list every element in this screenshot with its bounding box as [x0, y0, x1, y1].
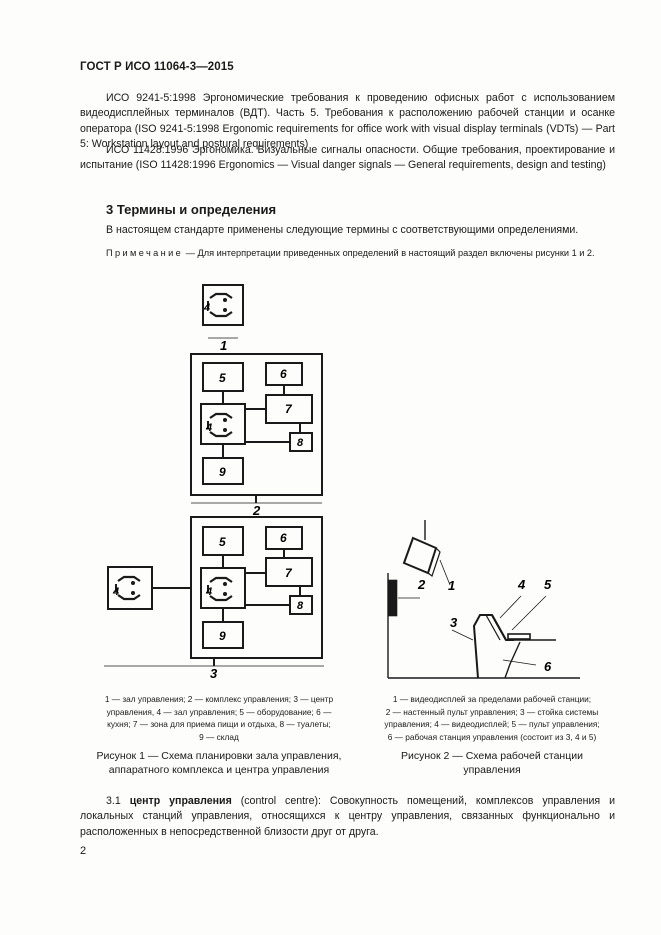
fig1-label-9b: 9 [219, 629, 226, 643]
term-text: Совокупность помещений, комплексов управ… [80, 795, 615, 838]
term-number: 3.1 [106, 795, 121, 807]
figure2-caption-line: управления [463, 764, 521, 776]
fig2-label-6: 6 [544, 659, 552, 674]
fig2-label-2: 2 [417, 577, 426, 592]
fig1-label-6b: 6 [280, 531, 287, 545]
fig1-label-5b: 5 [219, 535, 226, 549]
fig1-label-9a: 9 [219, 465, 226, 479]
section-intro: В настоящем стандарте применены следующи… [106, 224, 579, 236]
note-paragraph: Примечание — Для интерпретации приведенн… [80, 246, 615, 260]
fig1-label-1: 1 [220, 338, 227, 353]
figure1-legend-line: 1 — зал управления; 2 — комплекс управле… [104, 694, 334, 704]
page-number: 2 [80, 845, 87, 857]
control-room-icon [114, 575, 142, 601]
figure1-legend-line: 9 — склад [199, 731, 239, 742]
reference-iso-9241-5: ИСО 9241-5:1998 Эргономические требовани… [80, 92, 615, 151]
control-room-icon [206, 292, 234, 318]
figure2-caption: Рисунок 2 — Схема рабочей станции управл… [366, 749, 618, 777]
figure2-legend-line: управления; 4 — видеодисплей; 5 — пульт … [384, 719, 600, 729]
fig1-label-4d: 4 [112, 586, 119, 598]
figure1-legend-line: управления, 4 — зал управления; 5 — обор… [106, 706, 332, 717]
fig1-control-room-top: 4 [202, 284, 244, 326]
term-english: (control centre): [231, 795, 330, 807]
figure1-caption-line: Рисунок 1 — Схема планировки зала управл… [96, 750, 342, 762]
section-title: 3 Термины и определения [106, 202, 277, 217]
figure2-caption-line: Рисунок 2 — Схема рабочей станции [401, 750, 583, 762]
fig1-label-4b: 4 [205, 422, 212, 434]
fig2-label-4: 4 [517, 577, 526, 592]
fig1-label-8a: 8 [297, 437, 304, 449]
fig1-label-2: 2 [252, 503, 261, 518]
fig2-label-5: 5 [544, 577, 552, 592]
fig2-label-1: 1 [448, 578, 455, 593]
fig2-label-3: 3 [450, 615, 458, 630]
fig1-label-8b: 8 [297, 600, 304, 612]
fig1-control-room-external: 4 [107, 566, 191, 610]
document-header: ГОСТ Р ИСО 11064-3—2015 [80, 61, 234, 73]
note-label: Примечание [106, 248, 184, 258]
fig1-label-6a: 6 [280, 367, 287, 381]
fig1-label-3: 3 [210, 666, 218, 681]
figure2-diagram [387, 520, 580, 679]
fig1-label-5a: 5 [219, 371, 226, 385]
figure1-caption-line: аппаратного комплекса и центра управлени… [108, 764, 330, 776]
figure2-legend-line: 2 — настенный пульт управления; 3 — стой… [385, 706, 599, 717]
figure1-caption: Рисунок 1 — Схема планировки зала управл… [80, 749, 358, 777]
fig1-control-complex: 5 6 7 8 4 9 [190, 353, 323, 496]
fig1-control-centre: 5 6 7 8 4 9 [190, 516, 323, 659]
fig1-label-7a: 7 [285, 402, 293, 416]
term-name: центр управления [129, 795, 232, 807]
reference-iso-11428: ИСО 11428:1996 Эргономика. Визуальные си… [80, 144, 615, 172]
figure2-legend-line: 6 — рабочая станция управления (состоит … [387, 731, 597, 742]
fig1-label-4a: 4 [203, 302, 210, 314]
figure2-legend: 1 — видеодисплей за пределами рабочей ст… [366, 693, 618, 743]
figure1-diagram: 4 1 5 6 7 8 4 9 2 [104, 284, 324, 681]
note-text: — Для интерпретации приведенных определе… [183, 248, 595, 258]
term-definition-3-1: 3.1 центр управления (control centre): С… [80, 794, 615, 840]
fig1-label-7b: 7 [285, 566, 293, 580]
figures-canvas: 4 1 5 6 7 8 4 9 2 [104, 284, 580, 681]
fig1-label-4c: 4 [205, 586, 212, 598]
figure1-legend-line: кухня; 7 — зона для приема пищи и отдыха… [107, 719, 331, 729]
figure1-legend: 1 — зал управления; 2 — комплекс управле… [88, 693, 350, 743]
figure2-legend-line: 1 — видеодисплей за пределами рабочей ст… [392, 694, 592, 704]
